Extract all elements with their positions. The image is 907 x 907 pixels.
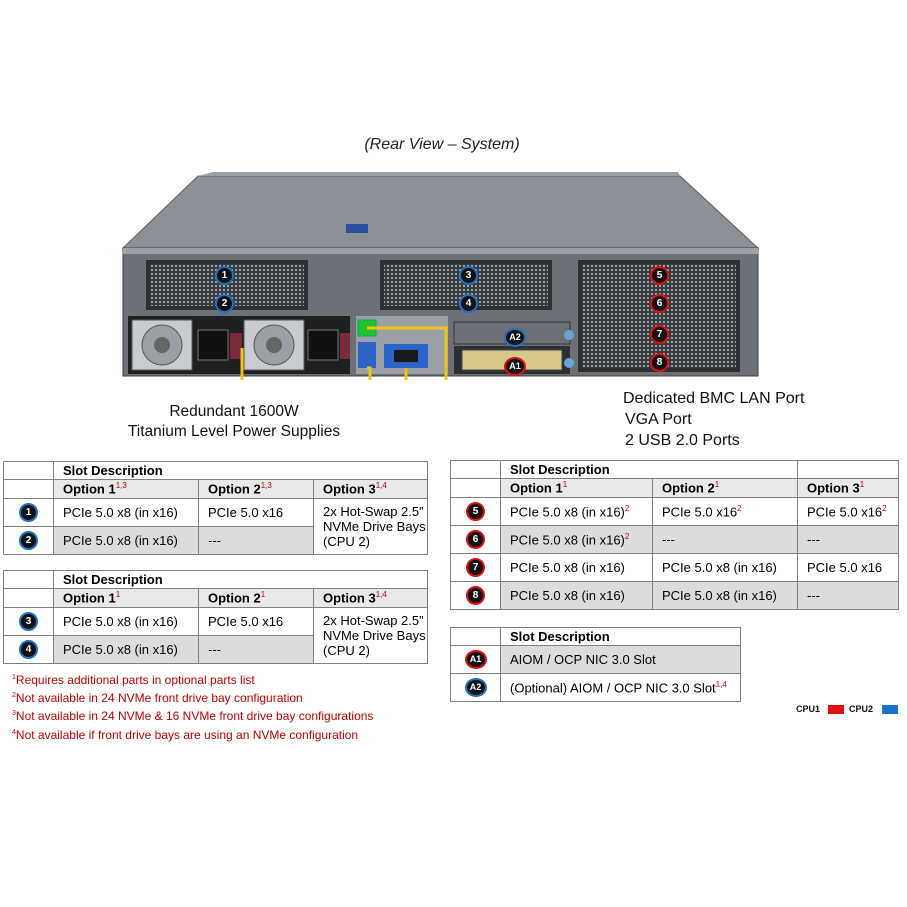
callout-usb: 2 USB 2.0 Ports (625, 432, 740, 449)
table-cell: PCIe 5.0 x8 (in x16) (53, 635, 199, 664)
slot-badge: 8 (466, 586, 485, 605)
footnote: 4Not available if front drive bays are u… (12, 728, 359, 742)
option-header: Option 11,3 (53, 479, 199, 499)
lid-label (346, 224, 368, 233)
table-cell: --- (198, 635, 314, 664)
slot-table-3: Slot Description Option 11 Option 21 Opt… (450, 460, 899, 610)
option-header: Option 31 (797, 478, 899, 498)
table-header: Slot Description (53, 461, 428, 480)
slot-table-aiom: Slot Description A1 AIOM / OCP NIC 3.0 S… (450, 627, 741, 702)
table-cell-merged: 2x Hot-Swap 2.5”NVMe Drive Bays(CPU 2) (313, 607, 428, 664)
table-cell: AIOM / OCP NIC 3.0 Slot (500, 645, 741, 674)
table-cell: PCIe 5.0 x8 (in x16) (53, 526, 199, 555)
table-cell: --- (652, 525, 798, 554)
footnote: 1Requires additional parts in optional p… (12, 673, 255, 687)
option-header: Option 11 (500, 478, 653, 498)
table-cell: PCIe 5.0 x16 (198, 498, 314, 527)
legend-cpu2-swatch (882, 705, 898, 714)
option-header: Option 11 (53, 588, 199, 608)
table-header: Slot Description (53, 570, 428, 589)
table-cell: PCIe 5.0 x8 (in x16) (652, 581, 798, 610)
table-cell: PCIe 5.0 x162 (652, 497, 798, 526)
option-header: Option 31,4 (313, 588, 428, 608)
table-cell: PCIe 5.0 x8 (in x16) (53, 607, 199, 636)
table-cell: (Optional) AIOM / OCP NIC 3.0 Slot1,4 (500, 673, 741, 702)
marker-slot-a2: A2 (504, 328, 526, 347)
psu-1 (131, 319, 242, 371)
table-cell: PCIe 5.0 x16 (198, 607, 314, 636)
marker-slot-7: 7 (650, 325, 669, 344)
option-header: Option 21 (652, 478, 798, 498)
table-cell: --- (198, 526, 314, 555)
table-cell: PCIe 5.0 x8 (in x16) (500, 581, 653, 610)
callout-psu: Redundant 1600W Titanium Level Power Sup… (118, 402, 350, 442)
table-cell: PCIe 5.0 x8 (in x16)2 (500, 497, 653, 526)
legend-cpu1-swatch (828, 705, 844, 714)
usb-ports (358, 342, 376, 368)
option-header: Option 21 (198, 588, 314, 608)
slot-badge: A2 (464, 678, 487, 697)
slot-table-2: Slot Description Option 11 Option 21 Opt… (3, 570, 428, 664)
slot-badge: 5 (466, 502, 485, 521)
table-cell: PCIe 5.0 x8 (in x16) (500, 553, 653, 582)
psu-label-line2: Titanium Level Power Supplies (127, 423, 341, 440)
option-header: Option 21,3 (198, 479, 314, 499)
slot-badge: 6 (466, 530, 485, 549)
page-title: (Rear View – System) (364, 136, 520, 153)
table-cell: PCIe 5.0 x8 (in x16) (53, 498, 199, 527)
table-cell: --- (797, 581, 899, 610)
marker-slot-2: 2 (215, 294, 234, 313)
slot-table-1: Slot Description Option 11,3 Option 21,3… (3, 461, 428, 555)
slot-badge: 1 (19, 503, 38, 522)
marker-slot-1: 1 (215, 266, 234, 285)
table-header: Slot Description (500, 627, 741, 646)
callout-vga: VGA Port (625, 411, 692, 428)
footnote: 2Not available in 24 NVMe front drive ba… (12, 691, 303, 705)
legend-cpu1-label: CPU1 (796, 704, 821, 714)
marker-slot-8: 8 (650, 353, 669, 372)
callout-lines (240, 326, 448, 380)
legend-cpu2-label: CPU2 (849, 704, 874, 714)
slot-badge: 3 (19, 612, 38, 631)
marker-slot-6: 6 (650, 294, 669, 313)
callout-bmc-lan: Dedicated BMC LAN Port (623, 390, 805, 407)
table-cell: --- (797, 525, 899, 554)
slot-badge: 7 (466, 558, 485, 577)
psu-2 (243, 319, 350, 371)
marker-slot-4: 4 (459, 294, 478, 313)
footnote: 3Not available in 24 NVMe & 16 NVMe fron… (12, 709, 374, 723)
table-cell: PCIe 5.0 x8 (in x16) (652, 553, 798, 582)
marker-slot-3: 3 (459, 266, 478, 285)
marker-slot-5: 5 (650, 266, 669, 285)
slot-badge: 2 (19, 531, 38, 550)
table-header: Slot Description (500, 460, 798, 479)
marker-slot-a1: A1 (504, 357, 526, 376)
slot-badge: A1 (464, 650, 487, 669)
psu-label-line1: Redundant 1600W (169, 403, 299, 420)
option-header: Option 31,4 (313, 479, 428, 499)
table-cell: PCIe 5.0 x16 (797, 553, 899, 582)
table-cell: PCIe 5.0 x8 (in x16)2 (500, 525, 653, 554)
table-cell-merged: 2x Hot-Swap 2.5”NVMe Drive Bays(CPU 2) (313, 498, 428, 555)
table-cell: PCIe 5.0 x162 (797, 497, 899, 526)
slot-badge: 4 (19, 640, 38, 659)
